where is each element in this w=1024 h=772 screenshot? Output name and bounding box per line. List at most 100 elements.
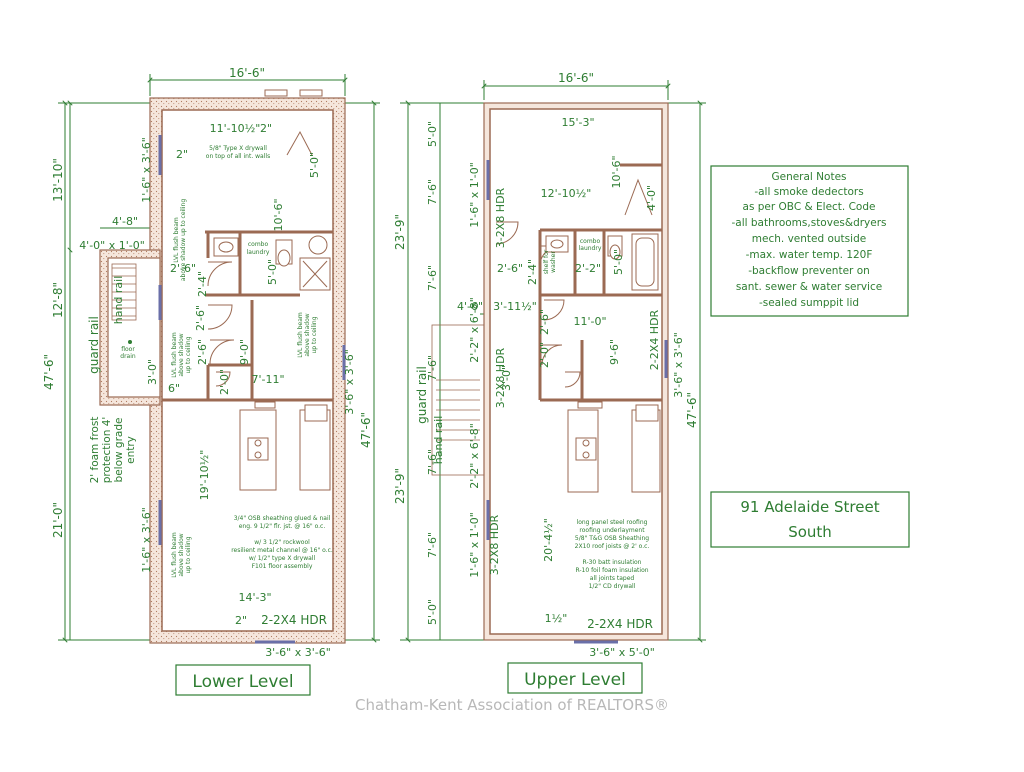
upper-window-bottom: 3'-6" x 5'-0" — [589, 646, 655, 659]
address-line-2: South — [788, 523, 832, 541]
lower-combo-2: laundry — [247, 249, 270, 256]
upper-window-4: 2'-2" x 6'-8" — [468, 423, 481, 489]
lower-floor-1: 3/4" OSB sheathing glued & nail — [234, 515, 331, 522]
lower-drywall-note-1: 5/8" Type X drywall — [209, 145, 267, 152]
lower-lvl-right-2: above shadow — [304, 313, 311, 356]
upper-roof-4: 2X10 roof joists @ 2' o.c. — [575, 543, 650, 550]
lower-2-0: 2'-0" — [218, 369, 231, 395]
notes-title: General Notes — [771, 171, 846, 183]
address-box: 91 Adelaide Street South — [710, 491, 910, 548]
upper-left-23-9-top: 23'-9" — [393, 214, 407, 250]
lower-lvl-right-1: LVL flush beam — [297, 312, 304, 358]
lower-left-13-10: 13'-10" — [51, 158, 65, 202]
lower-inner-width: 11'-10½" — [210, 122, 261, 135]
lower-left-21-0: 21'-0" — [51, 502, 65, 538]
notes-line-8: -sealed sumppit lid — [759, 297, 859, 309]
lower-combo-1: combo — [248, 241, 269, 248]
upper-hdr-d: 2-2X4 HDR — [648, 309, 661, 370]
lower-floor-6: w/ 1/2" type X drywall — [249, 555, 316, 562]
lower-5-0-b: 5'-0" — [266, 259, 279, 285]
lower-3-0: 3'-0" — [146, 359, 159, 385]
upper-roof-1: long panel steel roofing — [577, 519, 648, 526]
lower-kitchen-width: 14'-3" — [238, 591, 271, 604]
lower-floor-5: resilient metal channel @ 16" o.c. — [231, 547, 333, 554]
lower-foam-3: below grade — [113, 418, 125, 483]
lower-window-bottom-left: 1'-6" x 3'-6" — [140, 507, 153, 573]
lower-lvl-mid-2: above shadow — [178, 333, 185, 376]
lower-window-top-left: 1'-6" x 3'-6" — [140, 137, 153, 203]
upper-combo-1: combo — [580, 238, 601, 245]
upper-window-2: 1'-6" x 1'-0" — [468, 512, 481, 578]
upper-10-6: 10'-6" — [610, 155, 623, 188]
lower-hdr: 2-2X4 HDR — [261, 613, 327, 627]
upper-left-7-6-d: 7'-6" — [426, 449, 439, 475]
lower-10-6: 10'-6" — [272, 198, 285, 231]
upper-2-6-b: 2'-6" — [538, 309, 551, 335]
lower-floor-drain-2: drain — [120, 353, 136, 360]
notes-line-4: mech. vented outside — [752, 233, 866, 245]
lower-foam-4: entry — [125, 436, 137, 464]
lower-floor-7: F101 floor assembly — [252, 563, 313, 570]
upper-2-6-a: 2'-6" — [497, 262, 523, 275]
upper-2-2: 2'-2" — [575, 262, 601, 275]
lower-4-8: 4'-8" — [112, 215, 138, 228]
upper-level-plan: 16'-6" 15'-3" 12'-10½" 10'-6" 4'-0" comb… — [393, 71, 706, 694]
lower-drywall-note-2: on top of all int. walls — [206, 153, 270, 160]
lower-right-47-6: 47'-6" — [359, 412, 373, 448]
upper-3-11: 3'-11½" — [493, 300, 537, 313]
lower-2-6-b: 2'-6" — [194, 305, 207, 331]
upper-window-right: 3'-6" x 3'-6" — [672, 332, 685, 398]
upper-20-4: 20'-4½" — [542, 518, 555, 562]
lower-guard-rail: guard rail — [87, 316, 101, 374]
upper-hdr-a: 3-2X8 HDR — [494, 187, 507, 248]
upper-level-title: Upper Level — [524, 670, 626, 690]
upper-shelf-2: washer — [550, 251, 557, 273]
upper-2-4: 2'-4" — [526, 259, 539, 285]
lower-2in-top: 2" — [176, 148, 188, 161]
upper-inner-width: 15'-3" — [561, 116, 594, 129]
upper-1-half: 1½" — [545, 612, 568, 625]
upper-4-0: 4'-0" — [645, 185, 658, 211]
lower-level-title: Lower Level — [192, 672, 293, 692]
upper-roof-3: 5/8" T&G OSB Sheathing — [575, 535, 649, 542]
lower-window-mid-left: 4'-0" x 1'-0" — [79, 239, 145, 252]
upper-2-0: 2'-0" — [538, 342, 551, 368]
upper-window-1: 1'-6" x 1'-0" — [468, 162, 481, 228]
upper-right-47-6: 47'-6" — [685, 392, 699, 428]
lower-2-6-c: 2'-6" — [196, 339, 209, 365]
upper-roof-7: R-10 foil foam insulation — [575, 567, 648, 574]
upper-roof-9: 1/2" CD drywall — [589, 583, 636, 590]
lower-6in: 6" — [168, 382, 180, 395]
lower-7-11: 7'-11" — [251, 373, 284, 386]
lower-hand-rail: hand rail — [112, 276, 125, 325]
upper-hand-rail: hand rail — [432, 416, 445, 465]
notes-line-6: -backflow preventer on — [748, 265, 870, 277]
upper-9-6: 9'-6" — [608, 339, 621, 365]
lower-lvl-mid-1: LVL flush beam — [171, 332, 178, 378]
upper-4-6: 4'-6" — [457, 300, 483, 313]
lower-floor-drain-1: floor — [121, 346, 135, 353]
upper-3-0: 3'-0" — [500, 365, 513, 391]
upper-left-7-6-a: 7'-6" — [426, 179, 439, 205]
notes-line-1: -all smoke dedectors — [754, 186, 863, 198]
upper-overall-width: 16'-6" — [558, 71, 594, 85]
lower-floor-2: eng. 9 1/2" flr. jst. @ 16" o.c. — [239, 523, 326, 530]
notes-line-5: -max. water temp. 120F — [746, 249, 873, 261]
lower-19-10: 19'-10½" — [198, 450, 211, 501]
upper-roof-2: roofing underlayment — [579, 527, 645, 534]
lower-2-6-a: 2'-6" — [170, 262, 196, 275]
lower-lvl-bot-1: LVL flush beam — [171, 532, 178, 578]
lower-2in-bottom: 2" — [235, 614, 247, 627]
upper-window-3: 2'-2" x 6'-8" — [468, 297, 481, 363]
upper-combo-2: laundry — [579, 245, 602, 252]
notes-line-2: as per OBC & Elect. Code — [743, 201, 876, 213]
upper-hdr-b: 3-2X8 HDR — [494, 347, 507, 408]
upper-left-7-6-b: 7'-6" — [426, 265, 439, 291]
upper-11-0: 11'-0" — [573, 315, 606, 328]
lower-lvl-bot-3: up to ceiling — [185, 536, 192, 573]
lower-left-47-6: 47'-6" — [42, 354, 56, 390]
upper-hdr-bottom: 2-2X4 HDR — [587, 617, 653, 631]
upper-roof-8: all joints taped — [590, 575, 635, 582]
upper-left-5-0-top: 5'-0" — [426, 121, 439, 147]
lower-lvl-mid-3: up to ceiling — [185, 336, 192, 373]
